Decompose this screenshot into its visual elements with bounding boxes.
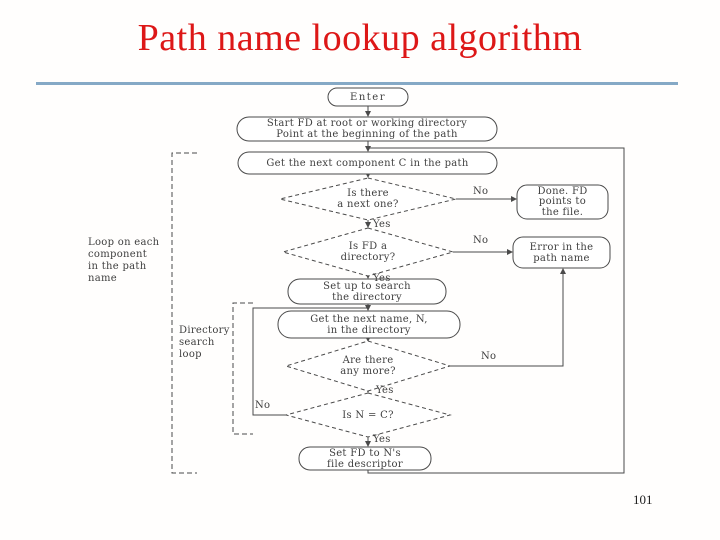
enter-terminal-shape xyxy=(327,87,409,107)
setup-search-process-shape xyxy=(287,278,447,305)
edge-setfd-back-to-get-component xyxy=(367,147,625,474)
edge-nequalsc-no-loop xyxy=(252,307,368,416)
n-equals-c-decision-diamond xyxy=(284,392,452,438)
is-next-no-label: No xyxy=(473,186,489,197)
edge-anymore-no-to-error xyxy=(450,268,566,367)
set-fd-process-shape xyxy=(298,446,432,471)
error-terminal-shape xyxy=(512,236,611,269)
get-component-process-shape xyxy=(237,151,498,175)
n-equals-c-no-label: No xyxy=(255,400,271,411)
start-fd-process-shape xyxy=(236,116,498,142)
title-divider-rule xyxy=(36,82,678,85)
outer-loop-annotation: Loop on each component in the path name xyxy=(88,237,160,284)
get-name-process-shape xyxy=(277,310,461,339)
directory-loop-region-bracket xyxy=(232,302,253,435)
any-more-decision-diamond xyxy=(284,340,452,392)
n-equals-c-yes-label: Yes xyxy=(373,434,391,445)
directory-loop-annotation: Directory search loop xyxy=(179,325,230,360)
any-more-yes-label: Yes xyxy=(376,385,394,396)
is-dir-decision-diamond xyxy=(281,227,455,277)
page-number: 101 xyxy=(633,492,653,507)
any-more-no-label: No xyxy=(481,351,497,362)
is-next-yes-label: Yes xyxy=(373,219,391,230)
page-title: Path name lookup algorithm xyxy=(137,17,583,59)
is-next-decision-diamond xyxy=(279,177,457,221)
outer-loop-region-bracket xyxy=(171,152,197,474)
done-terminal-shape xyxy=(516,184,609,220)
is-dir-yes-label: Yes xyxy=(373,273,391,284)
is-dir-no-label: No xyxy=(473,235,489,246)
